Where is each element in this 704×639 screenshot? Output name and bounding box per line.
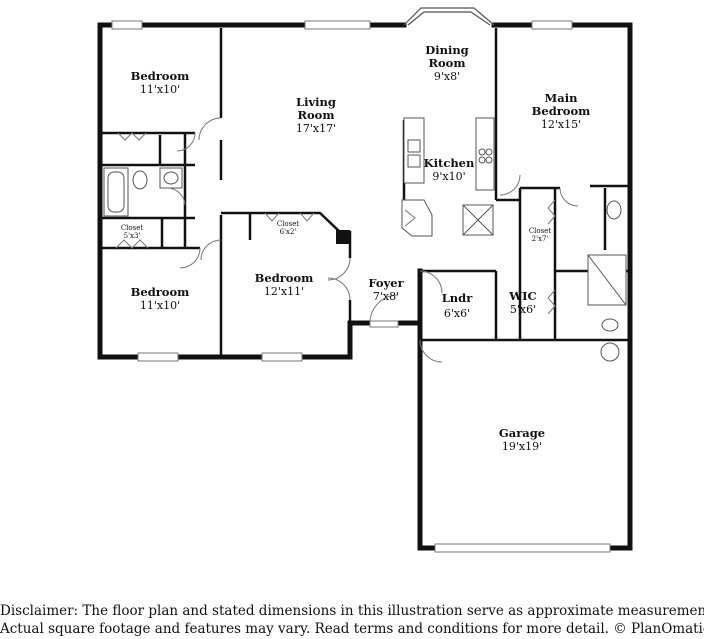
front-door-sill	[369, 320, 399, 328]
room-name-living-1: Living	[296, 95, 336, 109]
room-name-closet-main: Closet	[529, 227, 552, 235]
room-dim-bedroom-sw: 11'x10'	[140, 299, 180, 312]
room-name-main-1: Main	[545, 91, 579, 105]
room-name-laundry: Lndr	[442, 291, 473, 305]
room-dim-laundry: 6'x6'	[444, 307, 470, 320]
room-dim-closet-mid: 6'x2'	[280, 228, 297, 236]
room-dim-main: 12'x15'	[541, 118, 581, 131]
room-name-dining-1: Dining	[425, 43, 468, 57]
room-dim-foyer: 7'x8'	[373, 290, 399, 303]
floor-plan: Bedroom 11'x10' Living Room 17'x17' Dini…	[97, 7, 633, 553]
room-labels: Bedroom 11'x10' Living Room 17'x17' Dini…	[121, 43, 591, 453]
kitchen-counters	[401, 117, 495, 237]
room-name-wic: WIC	[508, 289, 536, 303]
room-dim-living: 17'x17'	[296, 122, 336, 135]
room-dim-bedroom-mid: 12'x11'	[264, 285, 304, 298]
room-name-bedroom-sw: Bedroom	[131, 285, 190, 299]
bath-fixtures	[103, 167, 627, 362]
room-name-kitchen: Kitchen	[424, 156, 475, 170]
room-name-bedroom-mid: Bedroom	[255, 271, 314, 285]
room-name-closet-small: Closet	[121, 224, 144, 232]
room-name-living-2: Room	[297, 108, 334, 122]
room-dim-kitchen: 9'x10'	[432, 170, 465, 183]
room-name-main-2: Bedroom	[532, 104, 591, 118]
column	[336, 230, 350, 244]
room-dim-bedroom-nw: 11'x10'	[140, 83, 180, 96]
room-name-dining-2: Room	[428, 56, 465, 70]
disclaimer-line-1: Disclaimer: The floor plan and stated di…	[0, 603, 704, 619]
disclaimer-line-2: Actual square footage and features may v…	[0, 621, 704, 637]
windows	[111, 20, 611, 553]
room-dim-closet-main: 2'x7'	[532, 235, 549, 243]
room-dim-dining: 9'x8'	[434, 70, 460, 83]
room-dim-closet-small: 5'x3'	[124, 232, 141, 240]
room-name-garage: Garage	[499, 426, 545, 440]
room-name-bedroom-nw: Bedroom	[131, 69, 190, 83]
room-dim-wic: 5'x6'	[510, 303, 536, 316]
doors	[115, 117, 579, 363]
bay-window	[403, 7, 495, 26]
room-dim-garage: 19'x19'	[502, 440, 542, 453]
room-name-closet-mid: Closet	[277, 220, 300, 228]
room-name-foyer: Foyer	[368, 276, 404, 290]
